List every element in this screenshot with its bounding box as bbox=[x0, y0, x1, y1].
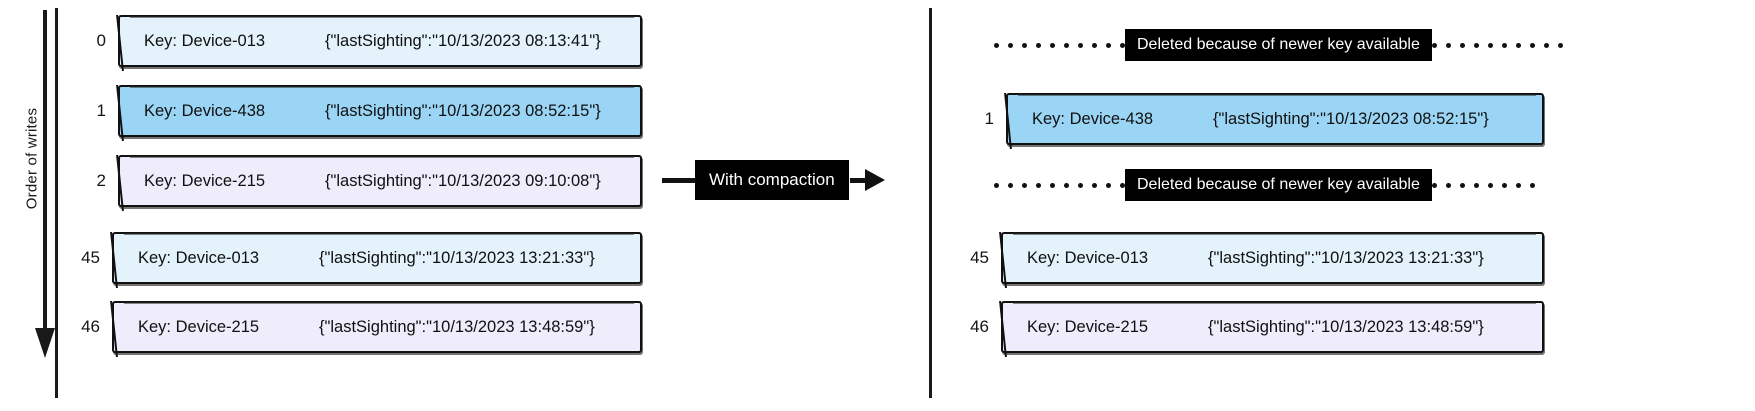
down-arrow-icon bbox=[35, 10, 55, 365]
row-index: 0 bbox=[96, 31, 106, 50]
record-key: Key: Device-215 bbox=[144, 171, 266, 190]
arrow-head bbox=[35, 328, 55, 358]
deleted-banner-label: Deleted because of newer key available bbox=[1125, 29, 1432, 61]
with-compaction-arrow: With compaction bbox=[662, 160, 892, 202]
dotted-line-right bbox=[1431, 29, 1563, 61]
record-key: Key: Device-013 bbox=[138, 248, 260, 267]
record-value: {"lastSighting":"10/13/2023 13:21:33"} bbox=[1208, 248, 1484, 267]
row-index: 46 bbox=[970, 317, 989, 336]
record-key: Key: Device-215 bbox=[1027, 317, 1149, 336]
record-value: {"lastSighting":"10/13/2023 08:52:15"} bbox=[1213, 109, 1489, 128]
arrow-line-left bbox=[662, 178, 698, 183]
dotted-line-right bbox=[1431, 169, 1535, 201]
dotted-line-left bbox=[994, 169, 1125, 201]
record-value: {"lastSighting":"10/13/2023 13:48:59"} bbox=[319, 317, 595, 336]
record-key: Key: Device-438 bbox=[1032, 109, 1154, 128]
record-box[interactable]: Key: Device-013 {"lastSighting":"10/13/2… bbox=[1001, 232, 1544, 284]
deleted-banner: Deleted because of newer key available bbox=[994, 29, 1563, 61]
record-box[interactable]: Key: Device-215 {"lastSighting":"10/13/2… bbox=[118, 155, 642, 207]
record-value: {"lastSighting":"10/13/2023 13:48:59"} bbox=[1208, 317, 1484, 336]
deleted-banner-label: Deleted because of newer key available bbox=[1125, 169, 1432, 201]
record-key: Key: Device-013 bbox=[144, 31, 266, 50]
record-box[interactable]: Key: Device-438 {"lastSighting":"10/13/2… bbox=[1006, 93, 1544, 145]
right-panel-divider bbox=[929, 8, 932, 398]
table-row: 46 Key: Device-215 {"lastSighting":"10/1… bbox=[66, 301, 642, 353]
order-of-writes-label: Order of writes bbox=[23, 107, 41, 210]
row-index: 2 bbox=[96, 171, 106, 190]
deleted-banner: Deleted because of newer key available bbox=[994, 169, 1535, 201]
left-panel-divider bbox=[55, 8, 58, 398]
row-index: 1 bbox=[96, 101, 106, 120]
table-row: 45 Key: Device-013 {"lastSighting":"10/1… bbox=[955, 232, 1544, 284]
record-key: Key: Device-215 bbox=[138, 317, 260, 336]
row-index: 45 bbox=[970, 248, 989, 267]
record-key: Key: Device-013 bbox=[1027, 248, 1149, 267]
table-row: 45 Key: Device-013 {"lastSighting":"10/1… bbox=[66, 232, 642, 284]
table-row: 1 Key: Device-438 {"lastSighting":"10/13… bbox=[72, 85, 642, 137]
row-index: 45 bbox=[81, 248, 100, 267]
record-value: {"lastSighting":"10/13/2023 08:13:41"} bbox=[325, 31, 601, 50]
record-box[interactable]: Key: Device-013 {"lastSighting":"10/13/2… bbox=[118, 15, 642, 67]
arrow-stem bbox=[43, 10, 47, 332]
table-row: 1 Key: Device-438 {"lastSighting":"10/13… bbox=[960, 93, 1544, 145]
record-box[interactable]: Key: Device-438 {"lastSighting":"10/13/2… bbox=[118, 85, 642, 137]
dotted-line-left bbox=[994, 29, 1125, 61]
row-index: 46 bbox=[81, 317, 100, 336]
record-value: {"lastSighting":"10/13/2023 08:52:15"} bbox=[325, 101, 601, 120]
right-arrow-icon bbox=[865, 169, 885, 191]
record-value: {"lastSighting":"10/13/2023 13:21:33"} bbox=[319, 248, 595, 267]
record-value: {"lastSighting":"10/13/2023 09:10:08"} bbox=[325, 171, 601, 190]
record-box[interactable]: Key: Device-215 {"lastSighting":"10/13/2… bbox=[112, 301, 642, 353]
record-key: Key: Device-438 bbox=[144, 101, 266, 120]
arrow-line-right bbox=[850, 178, 868, 183]
table-row: 0 Key: Device-013 {"lastSighting":"10/13… bbox=[72, 15, 642, 67]
table-row: 2 Key: Device-215 {"lastSighting":"10/13… bbox=[72, 155, 642, 207]
table-row: 46 Key: Device-215 {"lastSighting":"10/1… bbox=[955, 301, 1544, 353]
with-compaction-label: With compaction bbox=[695, 160, 849, 200]
record-box[interactable]: Key: Device-013 {"lastSighting":"10/13/2… bbox=[112, 232, 642, 284]
record-box[interactable]: Key: Device-215 {"lastSighting":"10/13/2… bbox=[1001, 301, 1544, 353]
row-index: 1 bbox=[984, 109, 994, 128]
